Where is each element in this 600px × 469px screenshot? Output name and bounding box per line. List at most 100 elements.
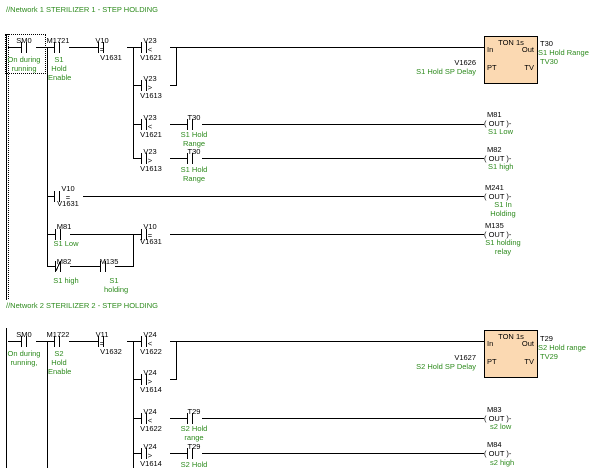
compare-op: > xyxy=(147,377,153,386)
contact-m82-comment: S1 high xyxy=(53,276,79,285)
timer-pt-comment: S1 Hold SP Delay xyxy=(416,67,476,76)
coil-m83-addr[interactable]: M83 xyxy=(487,405,502,414)
contact-m135[interactable]: M135 xyxy=(99,257,119,266)
coil-m241-comment: S1 In Holding xyxy=(490,200,516,218)
coil-m84[interactable]: ( OUT )- xyxy=(484,449,512,458)
compare-op: < xyxy=(147,45,153,54)
contact-m1721-comment: S1 Hold Enable xyxy=(48,55,72,82)
timer-tv-pin: TV xyxy=(524,357,534,366)
compare-v1614: V1614 xyxy=(140,459,162,468)
coil-m84-comment: s2 high xyxy=(490,458,515,467)
timer-out-pin: Out xyxy=(521,339,534,348)
timer-tv-pin: TV xyxy=(524,63,534,72)
compare-v23[interactable]: V23 xyxy=(143,36,157,45)
contact-m1722-comment: S2 Hold Enable xyxy=(48,349,72,376)
coil-m82-comment: S1 high xyxy=(488,162,514,171)
compare-v1613: V1613 xyxy=(140,91,162,100)
contact-t29[interactable]: T29 xyxy=(187,407,201,416)
contact-t29[interactable]: T29 xyxy=(187,442,201,451)
coil-m135-comment: S1 holding relay xyxy=(485,238,521,256)
timer-base: 1s xyxy=(515,332,524,341)
contact-m82[interactable]: M82 xyxy=(56,257,72,266)
timer-name-comment: S1 Hold Range xyxy=(538,48,589,57)
network-2-title: //Network 2 STERILIZER 2 - STEP HOLDING xyxy=(6,301,158,310)
compare-v1621: V1621 xyxy=(140,53,162,62)
timer-pt-comment: S2 Hold SP Delay xyxy=(416,362,476,371)
coil-m135[interactable]: ( OUT )- xyxy=(484,230,512,239)
compare-v24[interactable]: V24 xyxy=(143,442,157,451)
compare-v10[interactable]: V10 xyxy=(95,36,109,45)
timer-name: T30 xyxy=(540,39,553,48)
compare-op: = xyxy=(65,193,71,202)
compare-v1631: V1631 xyxy=(57,199,79,208)
compare-v1632: V1632 xyxy=(100,347,122,356)
timer-pt-value: V1627 xyxy=(454,353,476,362)
compare-op: = xyxy=(99,339,105,348)
timer-pt-value: V1626 xyxy=(454,58,476,67)
coil-m82[interactable]: ( OUT )- xyxy=(484,154,512,163)
coil-m135-addr[interactable]: M135 xyxy=(485,221,504,230)
contact-t30[interactable]: T30 xyxy=(187,147,201,156)
timer-pt-pin: PT xyxy=(487,63,497,72)
contact-m1722[interactable]: M1722 xyxy=(46,330,70,339)
contact-m81-comment: S1 Low xyxy=(53,239,79,248)
contact-m1721[interactable]: M1721 xyxy=(46,36,70,45)
coil-m241[interactable]: ( OUT )- xyxy=(484,192,512,201)
contact-m135-comment: S1 holding xyxy=(104,276,129,294)
compare-op: < xyxy=(147,122,153,131)
coil-m83[interactable]: ( OUT )- xyxy=(484,414,512,423)
compare-v10[interactable]: V10 xyxy=(143,222,157,231)
coil-m81[interactable]: ( OUT )- xyxy=(484,119,512,128)
contact-t30-comment: S1 Hold Range xyxy=(180,130,208,148)
compare-v1622: V1622 xyxy=(140,347,162,356)
timer-base: 1s xyxy=(515,38,524,47)
coil-m241-addr[interactable]: M241 xyxy=(485,183,504,192)
contact-sm0-comment: On during running xyxy=(7,55,41,73)
contact-sm0[interactable]: SM0 xyxy=(16,36,32,45)
timer-type: TON xyxy=(498,38,514,47)
coil-m81-addr[interactable]: M81 xyxy=(487,110,502,119)
timer-in-pin: In xyxy=(487,45,494,54)
compare-v1622: V1622 xyxy=(140,424,162,433)
compare-op: = xyxy=(99,45,105,54)
selection-cursor xyxy=(5,34,46,74)
coil-m82-addr[interactable]: M82 xyxy=(487,145,502,154)
compare-v11[interactable]: V11 xyxy=(95,330,109,339)
compare-v10[interactable]: V10 xyxy=(61,184,75,193)
timer-name: T29 xyxy=(540,334,553,343)
contact-sm0[interactable]: SM0 xyxy=(16,330,32,339)
compare-op: < xyxy=(147,339,153,348)
contact-t29-comment: S2 Hold range xyxy=(180,424,208,442)
compare-v1614: V1614 xyxy=(140,385,162,394)
timer-tv-out: TV30 xyxy=(540,57,558,66)
timer-block-t30[interactable]: TON 1s In Out PT TV xyxy=(484,36,538,84)
compare-v1631: V1631 xyxy=(140,237,162,246)
compare-v24[interactable]: V24 xyxy=(143,368,157,377)
timer-pt-pin: PT xyxy=(487,357,497,366)
coil-m83-comment: s2 low xyxy=(490,422,512,431)
timer-in-pin: In xyxy=(487,339,494,348)
compare-v24[interactable]: V24 xyxy=(143,330,157,339)
compare-v24[interactable]: V24 xyxy=(143,407,157,416)
coil-m81-comment: S1 Low xyxy=(488,127,514,136)
timer-block-t29[interactable]: TON 1s In Out PT TV xyxy=(484,330,538,378)
contact-sm0-comment: On during running, xyxy=(7,349,41,367)
compare-v23[interactable]: V23 xyxy=(143,74,157,83)
timer-name-comment: S2 Hold range xyxy=(538,343,586,352)
compare-op: < xyxy=(147,416,153,425)
compare-v23[interactable]: V23 xyxy=(143,113,157,122)
contact-t30[interactable]: T30 xyxy=(187,113,201,122)
compare-v23[interactable]: V23 xyxy=(143,147,157,156)
compare-v1613: V1613 xyxy=(140,164,162,173)
coil-m84-addr[interactable]: M84 xyxy=(487,440,502,449)
compare-op: > xyxy=(147,83,153,92)
timer-type: TON xyxy=(498,332,514,341)
contact-t29-comment: S2 Hold xyxy=(180,460,208,469)
contact-m81[interactable]: M81 xyxy=(56,222,72,231)
compare-op: > xyxy=(147,156,153,165)
contact-t30-comment: S1 Hold Range xyxy=(180,165,208,183)
network-1-title: //Network 1 STERILIZER 1 - STEP HOLDING xyxy=(6,5,158,14)
compare-op: = xyxy=(147,231,153,240)
compare-v1621: V1621 xyxy=(140,130,162,139)
